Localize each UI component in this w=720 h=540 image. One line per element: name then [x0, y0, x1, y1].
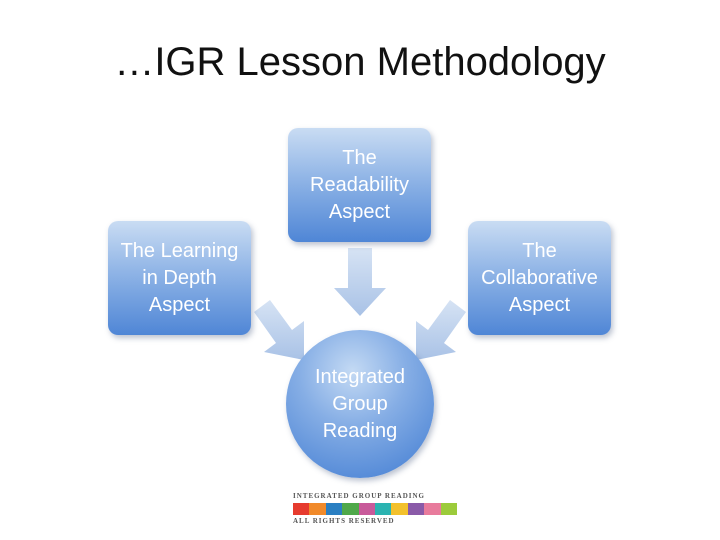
logo-color-block [424, 503, 441, 515]
learning-in-depth-aspect-label: The Learning in Depth Aspect [120, 239, 239, 316]
logo-color-block [293, 503, 310, 515]
collaborative-aspect-label: The Collaborative Aspect [481, 239, 598, 316]
readability-aspect-label: The Readability Aspect [310, 146, 409, 223]
logo-color-block [309, 503, 326, 515]
slide-title: …IGR Lesson Methodology [114, 40, 606, 84]
igr-logo: INTEGRATED GROUP READING ALL RIGHTS RESE… [293, 492, 458, 525]
logo-top-text: INTEGRATED GROUP READING [293, 492, 425, 500]
logo-color-block [440, 503, 458, 515]
logo-color-block [407, 503, 425, 515]
logo-bottom-text: ALL RIGHTS RESERVED [293, 517, 395, 525]
integrated-group-reading-circle: Integrated Group Reading [286, 330, 434, 478]
learning-in-depth-aspect-box: The Learning in Depth Aspect [108, 221, 251, 335]
logo-color-block [358, 503, 376, 515]
arrow-right-to-center [416, 300, 466, 360]
logo-color-strip [293, 503, 458, 515]
logo-color-block [325, 503, 343, 515]
integrated-group-reading-label: Integrated Group Reading [314, 365, 406, 442]
logo-color-block [375, 503, 392, 515]
arrow-left-to-center [254, 300, 304, 360]
collaborative-aspect-box: The Collaborative Aspect [468, 221, 611, 335]
logo-color-block [342, 503, 359, 515]
readability-aspect-box: The Readability Aspect [288, 128, 431, 242]
arrow-down [334, 248, 386, 316]
logo-color-block [391, 503, 408, 515]
